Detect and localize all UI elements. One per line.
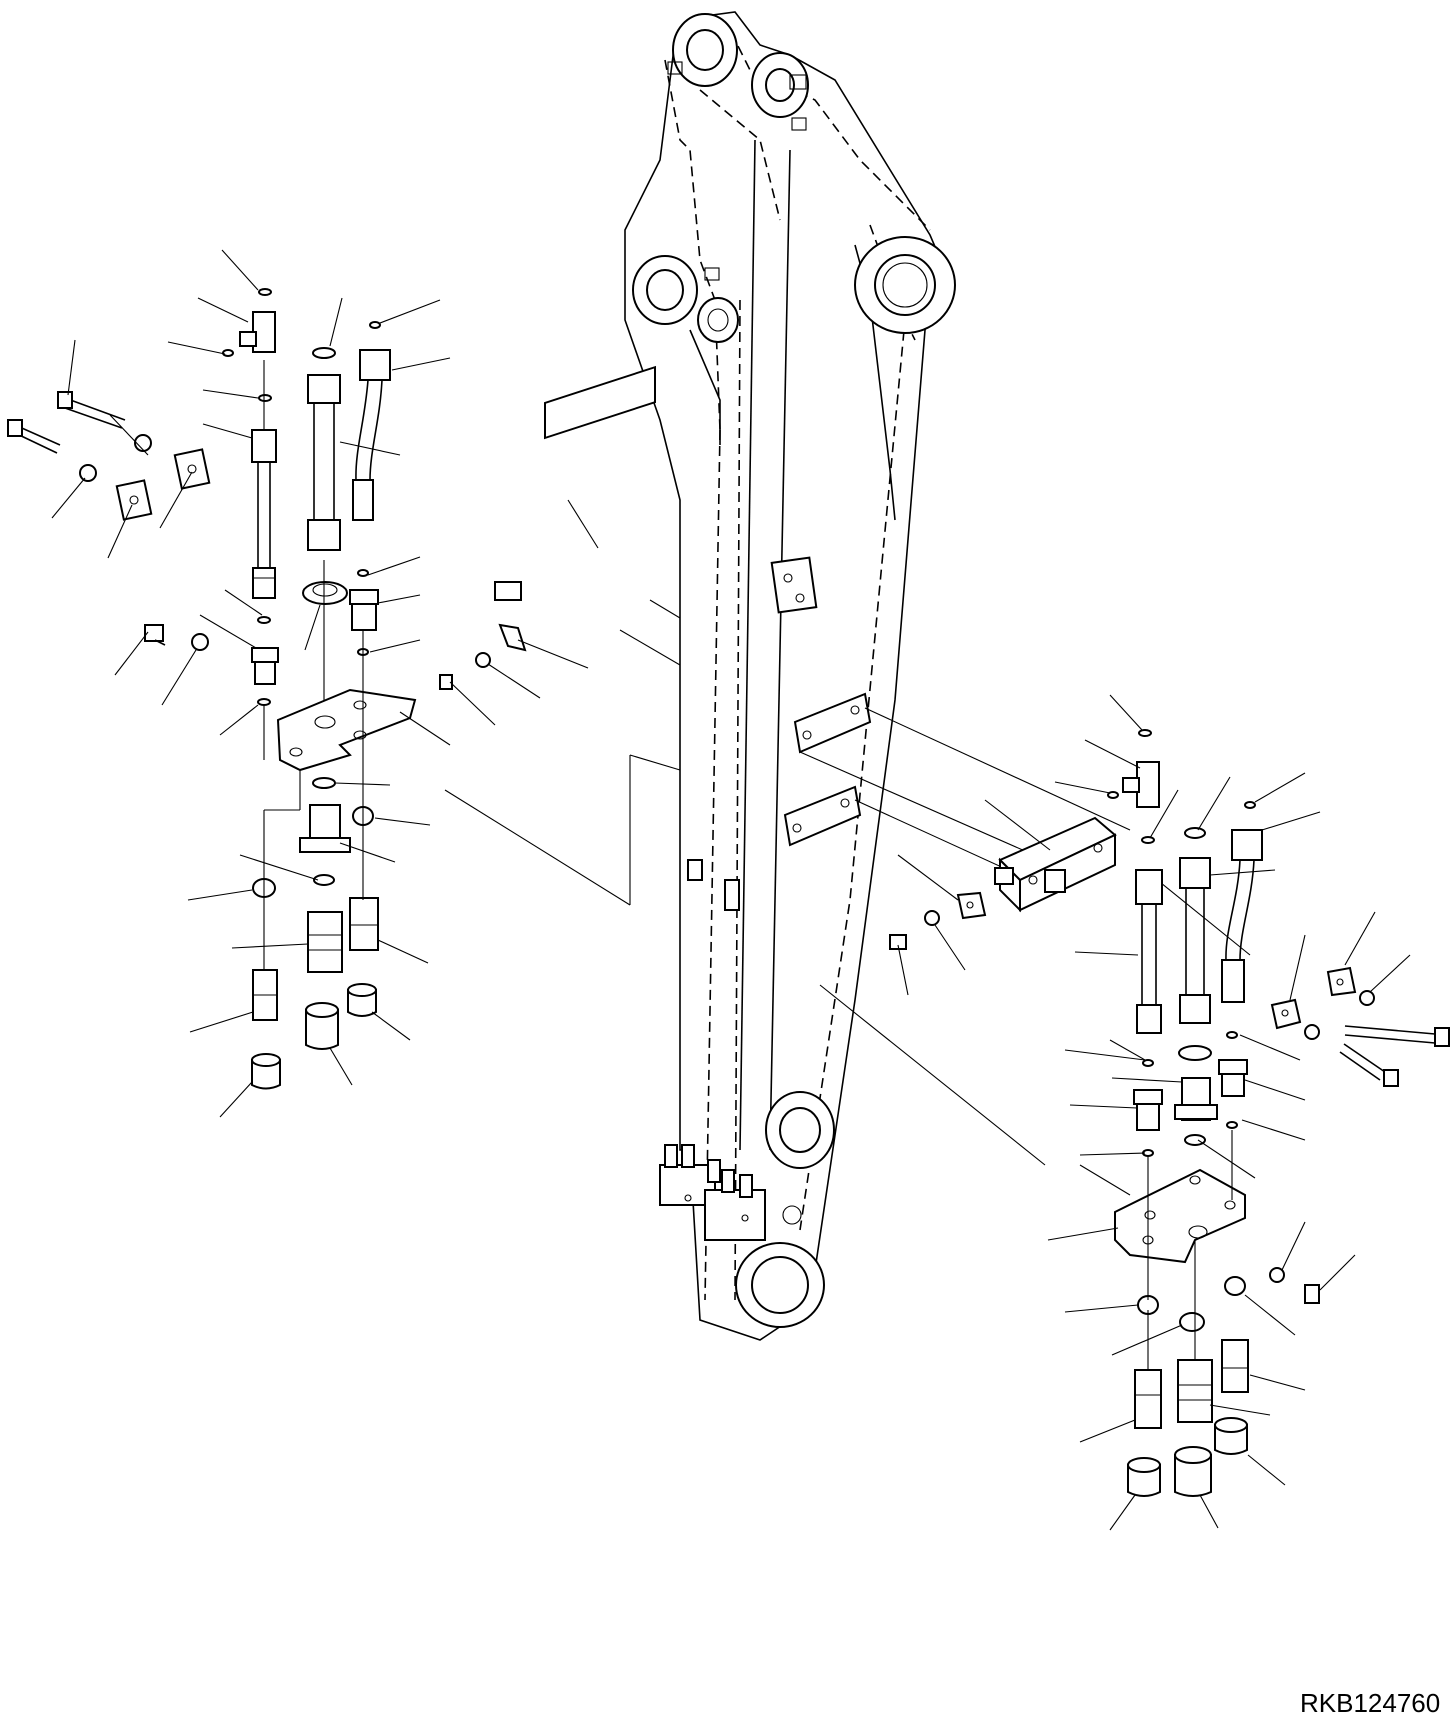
- right-fitting-assembly: [783, 692, 1450, 1531]
- clamp-block: [544, 365, 656, 440]
- mounting-bracket-right: [1114, 1168, 1246, 1264]
- bolt-pair: [7, 391, 126, 454]
- left-fitting-assembly: [7, 249, 681, 1118]
- arm-boom-structure: [624, 11, 956, 1341]
- drawing-reference-code: RKB124760: [1300, 1688, 1440, 1718]
- pipe-end-block: [251, 429, 277, 463]
- manifold-block: [659, 1144, 766, 1241]
- mounting-bracket: [276, 688, 417, 772]
